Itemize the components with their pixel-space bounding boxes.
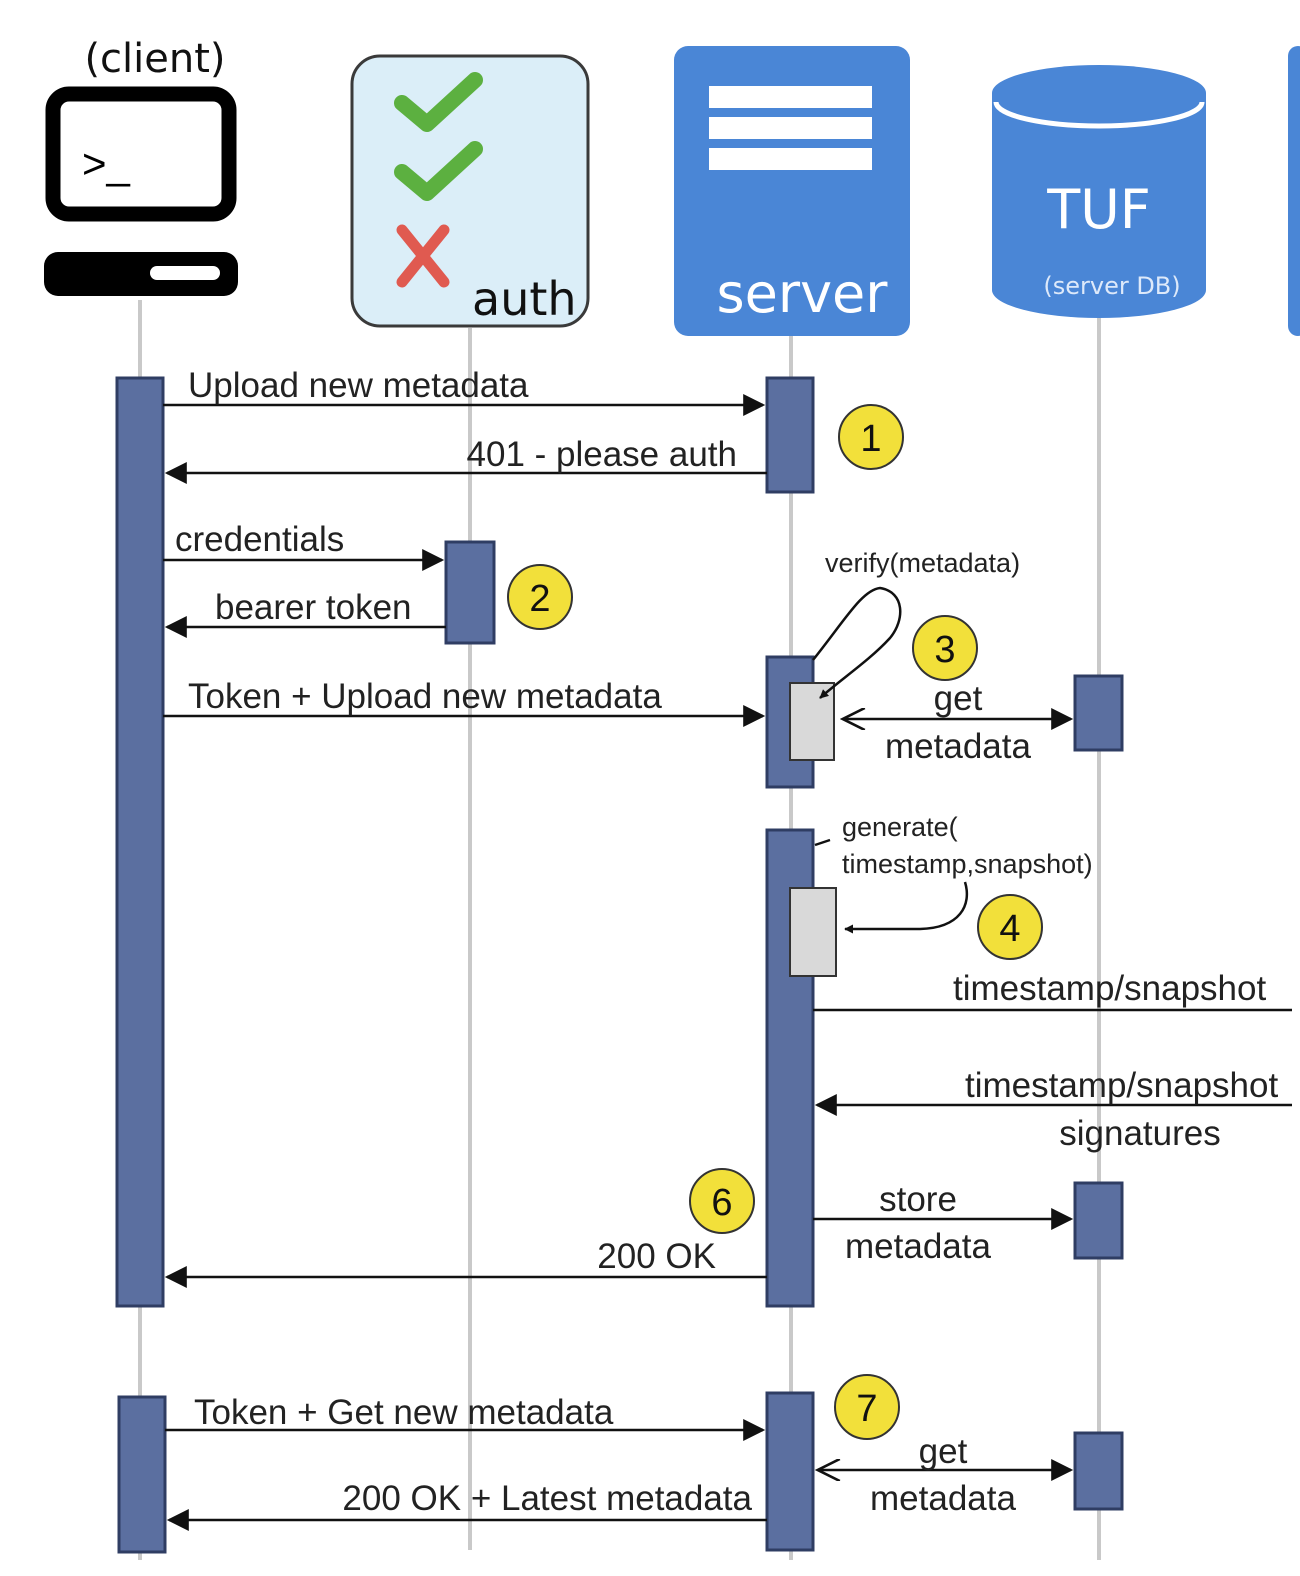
terminal-monitor-icon bbox=[45, 86, 237, 222]
offscreen-participant-edge bbox=[1288, 46, 1300, 336]
check-icon bbox=[394, 141, 483, 201]
step-badge bbox=[838, 404, 904, 470]
server-participant: server bbox=[674, 46, 910, 336]
step-number: 1 bbox=[860, 418, 881, 460]
server-label: server bbox=[717, 262, 889, 325]
auth-label: auth bbox=[472, 272, 577, 326]
tuf-participant: TUF (server DB) bbox=[992, 46, 1300, 336]
step-number: 6 bbox=[711, 1182, 732, 1224]
tuf-sublabel: (server DB) bbox=[1043, 272, 1180, 300]
client-label: (client) bbox=[84, 36, 225, 82]
bearer-token-label: bearer token bbox=[215, 588, 412, 627]
tuf-activation bbox=[1073, 1431, 1124, 1511]
step-badge bbox=[689, 1168, 755, 1234]
terminal-prompt: >_ bbox=[82, 140, 131, 187]
ok-latest-label: 200 OK + Latest metadata bbox=[342, 1479, 752, 1518]
step-badge bbox=[834, 1374, 900, 1440]
generate-activation bbox=[789, 887, 837, 977]
ts-snap-in-label: timestamp/snapshot bbox=[965, 1066, 1278, 1105]
activations bbox=[115, 376, 1124, 1554]
verify-activation bbox=[789, 682, 835, 761]
step-badges: 1 2 3 4 6 7 bbox=[507, 404, 1043, 1440]
step-number: 4 bbox=[999, 908, 1020, 950]
generate-label-1: generate( bbox=[842, 812, 958, 842]
token-get-label: Token + Get new metadata bbox=[194, 1393, 614, 1432]
store-label: store bbox=[879, 1180, 957, 1219]
generate-self-arrow bbox=[814, 838, 969, 929]
signatures-label: signatures bbox=[1059, 1114, 1220, 1153]
generate-label-2: timestamp,snapshot) bbox=[842, 849, 1093, 879]
server-line-icon bbox=[709, 117, 872, 139]
step-badge bbox=[507, 564, 573, 630]
messages bbox=[163, 394, 1300, 1531]
store-metadata-label: metadata bbox=[845, 1227, 991, 1266]
get-2-label: get bbox=[919, 1432, 968, 1471]
step-number: 3 bbox=[934, 629, 955, 671]
tuf-label: TUF bbox=[1046, 178, 1151, 241]
tuf-activation bbox=[1073, 674, 1124, 752]
step-number: 7 bbox=[856, 1388, 877, 1430]
client-participant: (client) >_ bbox=[44, 36, 238, 296]
terminal-base-icon bbox=[44, 252, 238, 296]
message-labels: Upload new metadata 401 - please auth cr… bbox=[175, 366, 1278, 1518]
metadata-label: metadata bbox=[885, 727, 1031, 766]
metadata-2-label: metadata bbox=[870, 1479, 1016, 1518]
get-label: get bbox=[934, 679, 983, 718]
server-line-icon bbox=[709, 86, 872, 108]
auth-box bbox=[350, 54, 590, 328]
server-activation bbox=[765, 376, 815, 494]
upload-label: Upload new metadata bbox=[188, 366, 529, 405]
cross-icon bbox=[396, 224, 450, 288]
server-activation bbox=[765, 1391, 815, 1552]
step-number: 2 bbox=[529, 578, 550, 620]
database-icon bbox=[992, 93, 1206, 318]
please-auth-label: 401 - please auth bbox=[467, 435, 737, 474]
ts-snap-out-label: timestamp/snapshot bbox=[953, 969, 1266, 1008]
auth-participant: auth bbox=[350, 54, 590, 328]
verify-label: verify(metadata) bbox=[825, 548, 1020, 578]
server-line-icon bbox=[709, 148, 872, 170]
auth-activation bbox=[444, 540, 496, 645]
client-activation bbox=[117, 1395, 167, 1554]
verify-self-arrow bbox=[812, 586, 902, 699]
database-rim bbox=[993, 101, 1205, 129]
right-edge-mask bbox=[1292, 340, 1300, 1576]
database-top bbox=[992, 65, 1206, 121]
terminal-base-slot bbox=[150, 266, 220, 280]
client-activation bbox=[115, 376, 165, 1308]
check-icon bbox=[394, 72, 483, 132]
credentials-label: credentials bbox=[175, 520, 344, 559]
step-badge bbox=[977, 894, 1043, 960]
token-upload-label: Token + Upload new metadata bbox=[188, 677, 662, 716]
ok-200-label: 200 OK bbox=[597, 1237, 716, 1276]
tuf-activation bbox=[1073, 1181, 1124, 1260]
lifelines bbox=[138, 300, 1101, 1560]
step-badge bbox=[912, 615, 978, 681]
